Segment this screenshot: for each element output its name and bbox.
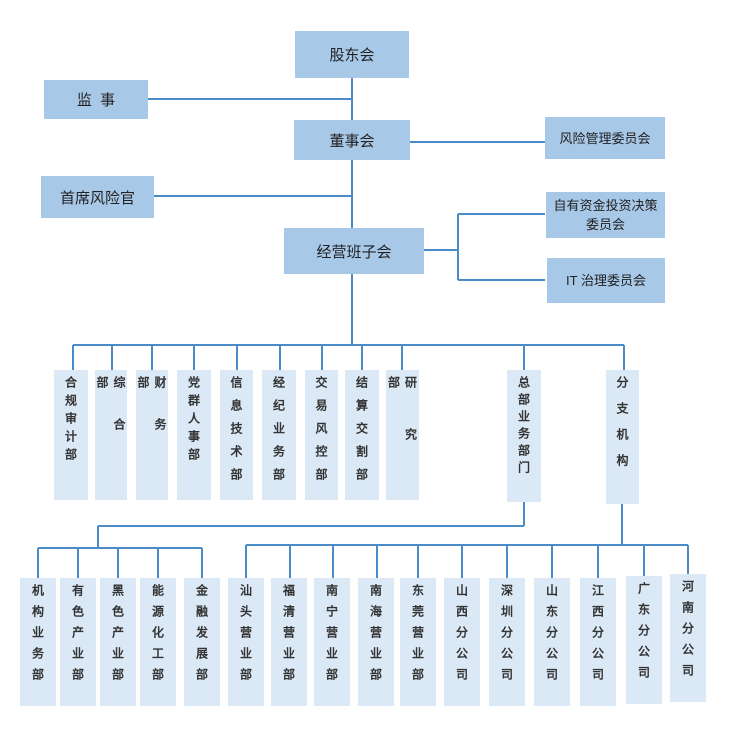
branch-label: 东莞营业部 xyxy=(410,584,425,689)
branch-jiangxi: 江西分公司 xyxy=(580,578,616,706)
unit-financial-development: 金融发展部 xyxy=(184,578,220,706)
dept-label: 经纪业务部 xyxy=(271,376,286,491)
unit-nonferrous: 有色产业部 xyxy=(60,578,96,706)
dept-label: 研究部 xyxy=(386,376,418,480)
hq-business-label: 总部业务部门 xyxy=(516,376,531,478)
branch-shanxi: 山西分公司 xyxy=(444,578,480,706)
unit-institutional: 机构业务部 xyxy=(20,578,56,706)
dept-label: 财务部 xyxy=(136,376,167,460)
unit-ferrous: 黑色产业部 xyxy=(100,578,136,706)
branch-dongguan: 东莞营业部 xyxy=(400,578,436,706)
branch-label: 深圳分公司 xyxy=(499,584,514,689)
branch-shenzhen: 深圳分公司 xyxy=(489,578,525,706)
hq-business-box: 总部业务部门 xyxy=(507,370,541,502)
dept-party-hr: 党群人事部 xyxy=(177,370,211,500)
dept-label: 信息技术部 xyxy=(229,376,243,491)
branch-shandong: 山东分公司 xyxy=(534,578,570,706)
branch-label: 山西分公司 xyxy=(454,584,469,689)
branch-label: 广东分公司 xyxy=(636,582,651,687)
branch-label: 南宁营业部 xyxy=(324,584,339,689)
branches-group-box: 分支机构 xyxy=(606,370,639,504)
cro-box: 首席风险官 xyxy=(41,176,154,218)
supervisor-box: 监 事 xyxy=(44,80,148,119)
unit-label: 能源化工部 xyxy=(150,584,165,689)
it-committee-box: IT 治理委员会 xyxy=(547,258,665,303)
dept-label: 党群人事部 xyxy=(186,376,201,466)
unit-label: 金融发展部 xyxy=(194,584,209,689)
dept-label: 交易风控部 xyxy=(314,376,328,491)
dept-trading-risk: 交易风控部 xyxy=(305,370,338,500)
branch-label: 江西分公司 xyxy=(590,584,605,689)
dept-compliance-audit: 合规审计部 xyxy=(54,370,88,500)
branch-label: 南海营业部 xyxy=(368,584,383,689)
shareholders-box: 股东会 xyxy=(295,31,409,78)
branch-fuqing: 福清营业部 xyxy=(271,578,307,706)
unit-label: 有色产业部 xyxy=(70,584,85,689)
dept-finance: 财务部 xyxy=(136,370,168,500)
dept-it: 信息技术部 xyxy=(220,370,253,500)
unit-label: 机构业务部 xyxy=(30,584,45,689)
branch-henan: 河南分公司 xyxy=(670,574,706,702)
branch-nanning: 南宁营业部 xyxy=(314,578,350,706)
unit-label: 黑色产业部 xyxy=(110,584,125,689)
risk-committee-box: 风险管理委员会 xyxy=(545,117,665,159)
dept-label: 结算交割部 xyxy=(354,376,369,491)
unit-energy-chemical: 能源化工部 xyxy=(140,578,176,706)
branch-label: 福清营业部 xyxy=(281,584,296,689)
dept-label: 合规审计部 xyxy=(63,376,78,466)
branches-group-label: 分支机构 xyxy=(615,376,629,480)
branch-label: 山东分公司 xyxy=(544,584,559,689)
dept-label: 综合部 xyxy=(95,376,126,460)
branch-guangdong: 广东分公司 xyxy=(626,576,662,704)
dept-settlement: 结算交割部 xyxy=(345,370,379,500)
investment-committee-box: 自有资金投资决策委员会 xyxy=(546,192,665,238)
management-box: 经营班子会 xyxy=(284,228,424,274)
branch-shantou: 汕头营业部 xyxy=(228,578,264,706)
branch-label: 汕头营业部 xyxy=(238,584,253,689)
dept-research: 研究部 xyxy=(386,370,419,500)
branch-nanhai: 南海营业部 xyxy=(358,578,394,706)
dept-general: 综合部 xyxy=(95,370,127,500)
dept-brokerage: 经纪业务部 xyxy=(262,370,296,500)
board-box: 董事会 xyxy=(294,120,410,160)
branch-label: 河南分公司 xyxy=(680,580,695,685)
